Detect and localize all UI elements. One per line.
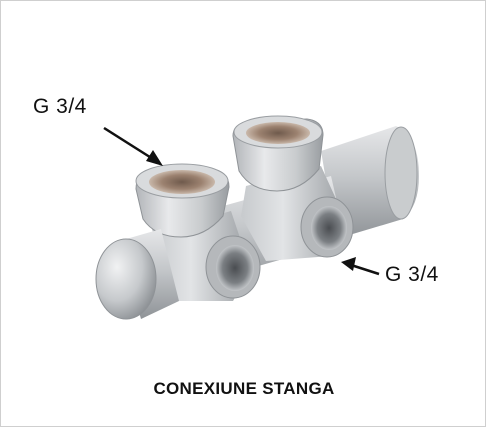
thread-label-right: G 3/4 <box>385 263 439 286</box>
left-end-cap <box>95 229 179 320</box>
right-port <box>300 196 354 258</box>
front-fitting <box>135 163 251 301</box>
caption-title: CONEXIUNE STANGA <box>153 379 335 398</box>
thread-label-top: G 3/4 <box>33 95 87 118</box>
rear-fitting <box>232 115 346 261</box>
front-port <box>205 235 261 299</box>
arrow-right <box>341 257 380 276</box>
arrow-top <box>103 126 163 166</box>
